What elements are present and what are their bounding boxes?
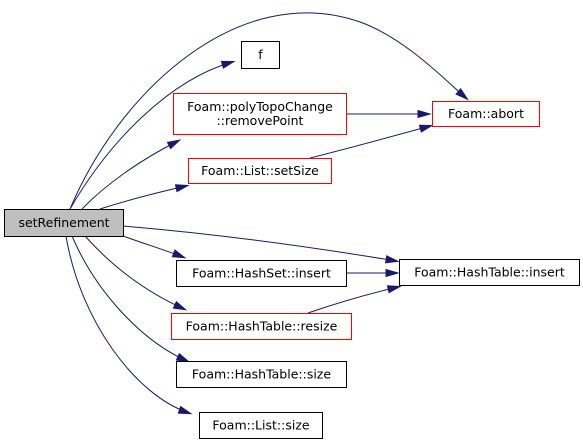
node-root[interactable]: setRefinement bbox=[4, 209, 124, 237]
edge-hashSetInsert-to-hashTableInsert bbox=[346, 268, 400, 278]
node-label: Foam::HashTable::resize bbox=[186, 319, 338, 334]
node-label: Foam::HashSet::insert bbox=[192, 266, 331, 281]
node-abort[interactable]: Foam::abort bbox=[432, 101, 540, 127]
node-label: Foam::List::setSize bbox=[201, 163, 319, 178]
edge-root-to-hashSetInsert bbox=[122, 235, 187, 259]
edge-line bbox=[69, 12, 467, 210]
node-label: Foam::HashTable::size bbox=[192, 367, 331, 382]
node-hashTableSize[interactable]: Foam::HashTable::size bbox=[176, 361, 347, 388]
node-setSize[interactable]: Foam::List::setSize bbox=[188, 158, 332, 184]
edge-setSize-to-abort bbox=[309, 124, 434, 159]
edge-root-to-f bbox=[69, 60, 236, 210]
edge-arrowhead-icon bbox=[386, 285, 402, 294]
edge-arrowhead-icon bbox=[418, 124, 434, 133]
edge-line bbox=[309, 125, 431, 159]
node-box bbox=[176, 361, 347, 388]
edge-root-to-hashTableInsert bbox=[122, 225, 400, 264]
node-label: f bbox=[258, 47, 263, 62]
edge-line bbox=[84, 235, 185, 310]
edge-arrowhead-icon bbox=[455, 88, 469, 101]
node-label: setRefinement bbox=[18, 215, 109, 230]
node-box bbox=[432, 101, 540, 127]
node-listSize[interactable]: Foam::List::size bbox=[199, 412, 323, 439]
edge-line bbox=[65, 235, 190, 414]
edge-line bbox=[307, 286, 399, 314]
edge-removePoint-to-abort bbox=[346, 109, 432, 119]
node-label: Foam::polyTopoChange bbox=[187, 99, 333, 114]
edge-line bbox=[69, 61, 233, 210]
node-label: ::removePoint bbox=[217, 113, 304, 128]
edge-arrowhead-icon bbox=[174, 184, 190, 193]
edge-root-to-hashTableSize bbox=[71, 235, 191, 363]
edge-arrowhead-icon bbox=[177, 405, 193, 415]
edge-root-to-removePoint bbox=[81, 139, 182, 210]
edge-root-to-abort bbox=[69, 12, 469, 210]
edge-root-to-resize bbox=[84, 235, 188, 311]
edge-arrowhead-icon bbox=[417, 109, 432, 119]
node-label: Foam::abort bbox=[448, 106, 524, 121]
edge-arrowhead-icon bbox=[171, 249, 187, 259]
edge-arrowhead-icon bbox=[166, 139, 182, 150]
edge-arrowhead-icon bbox=[220, 60, 236, 69]
edges-layer bbox=[65, 12, 469, 415]
node-resize[interactable]: Foam::HashTable::resize bbox=[171, 313, 352, 340]
edge-arrowhead-icon bbox=[385, 268, 400, 278]
node-hashSetInsert[interactable]: Foam::HashSet::insert bbox=[176, 260, 347, 287]
edge-line bbox=[99, 185, 187, 210]
node-f[interactable]: f bbox=[241, 41, 280, 69]
node-removePoint[interactable]: Foam::polyTopoChange::removePoint bbox=[173, 93, 347, 135]
edge-line bbox=[122, 225, 397, 262]
node-box bbox=[188, 158, 332, 184]
edge-line bbox=[81, 140, 179, 210]
edge-line bbox=[71, 235, 188, 362]
edge-arrowhead-icon bbox=[172, 300, 188, 311]
node-box bbox=[241, 41, 280, 69]
node-box bbox=[173, 93, 347, 135]
nodes-layer: setRefinement fFoam::polyTopoChange::remo… bbox=[4, 41, 580, 439]
node-box bbox=[171, 313, 352, 340]
node-box bbox=[176, 260, 347, 287]
node-box bbox=[4, 209, 124, 237]
edge-root-to-listSize bbox=[65, 235, 193, 415]
edge-arrowhead-icon bbox=[384, 255, 400, 264]
node-box bbox=[199, 412, 323, 439]
node-label: Foam::List::size bbox=[212, 418, 309, 433]
edge-root-to-setSize bbox=[99, 184, 190, 210]
node-box bbox=[399, 259, 580, 286]
edge-resize-to-hashTableInsert bbox=[307, 285, 402, 314]
node-hashTableInsert[interactable]: Foam::HashTable::insert bbox=[399, 259, 580, 286]
node-label: Foam::HashTable::insert bbox=[414, 265, 565, 280]
edge-arrowhead-icon bbox=[175, 352, 191, 363]
